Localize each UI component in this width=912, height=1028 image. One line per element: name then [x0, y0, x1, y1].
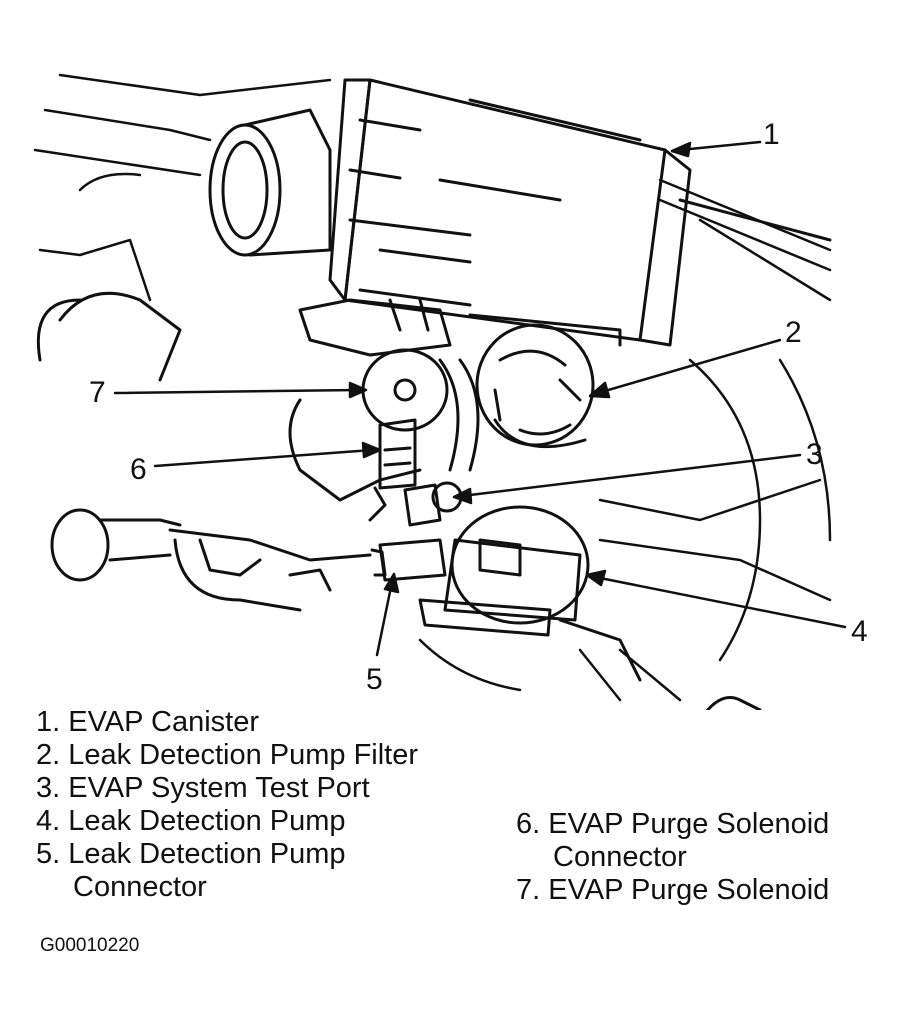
callout-2: 2	[785, 316, 802, 349]
legend-item-6: 6. EVAP Purge Solenoid	[516, 808, 830, 840]
legend-item-6-continued: Connector	[553, 841, 687, 873]
callout-7: 7	[89, 376, 106, 409]
callout-4: 4	[851, 615, 868, 648]
legend-item-5-continued: Connector	[73, 871, 207, 903]
vacuum-lines	[50, 508, 762, 710]
frame-lines	[33, 73, 832, 702]
callout-1: 1	[763, 118, 780, 151]
leak-detection-pump-connector	[370, 538, 447, 582]
leak-detection-pump	[418, 505, 642, 682]
callout-6: 6	[130, 453, 147, 486]
air-inlet	[36, 108, 332, 382]
legend-item-7: 7. EVAP Purge Solenoid	[516, 874, 830, 906]
engine-bay-diagram	[33, 73, 847, 710]
leader-lines	[113, 140, 847, 657]
legend-item-1: 1. EVAP Canister	[36, 706, 259, 738]
legend-item-2: 2. Leak Detection Pump Filter	[36, 739, 419, 771]
callout-3: 3	[806, 438, 823, 471]
evap-purge-solenoid-connector	[368, 418, 417, 522]
evap-purge-solenoid	[288, 298, 480, 502]
evap-canister	[328, 78, 832, 347]
legend-item-4: 4. Leak Detection Pump	[36, 805, 346, 837]
legend-item-3: 3. EVAP System Test Port	[36, 772, 370, 804]
legend-left: 1. EVAP Canister 2. Leak Detection Pump …	[36, 706, 418, 904]
figure-code: G00010220	[40, 935, 140, 956]
leak-detection-pump-filter	[475, 323, 595, 449]
callout-5: 5	[366, 663, 383, 696]
evap-system-test-port	[403, 481, 463, 527]
legend-item-5: 5. Leak Detection Pump	[36, 838, 346, 870]
legend-right: 6. EVAP Purge Solenoid Connector 7. EVAP…	[516, 808, 829, 907]
